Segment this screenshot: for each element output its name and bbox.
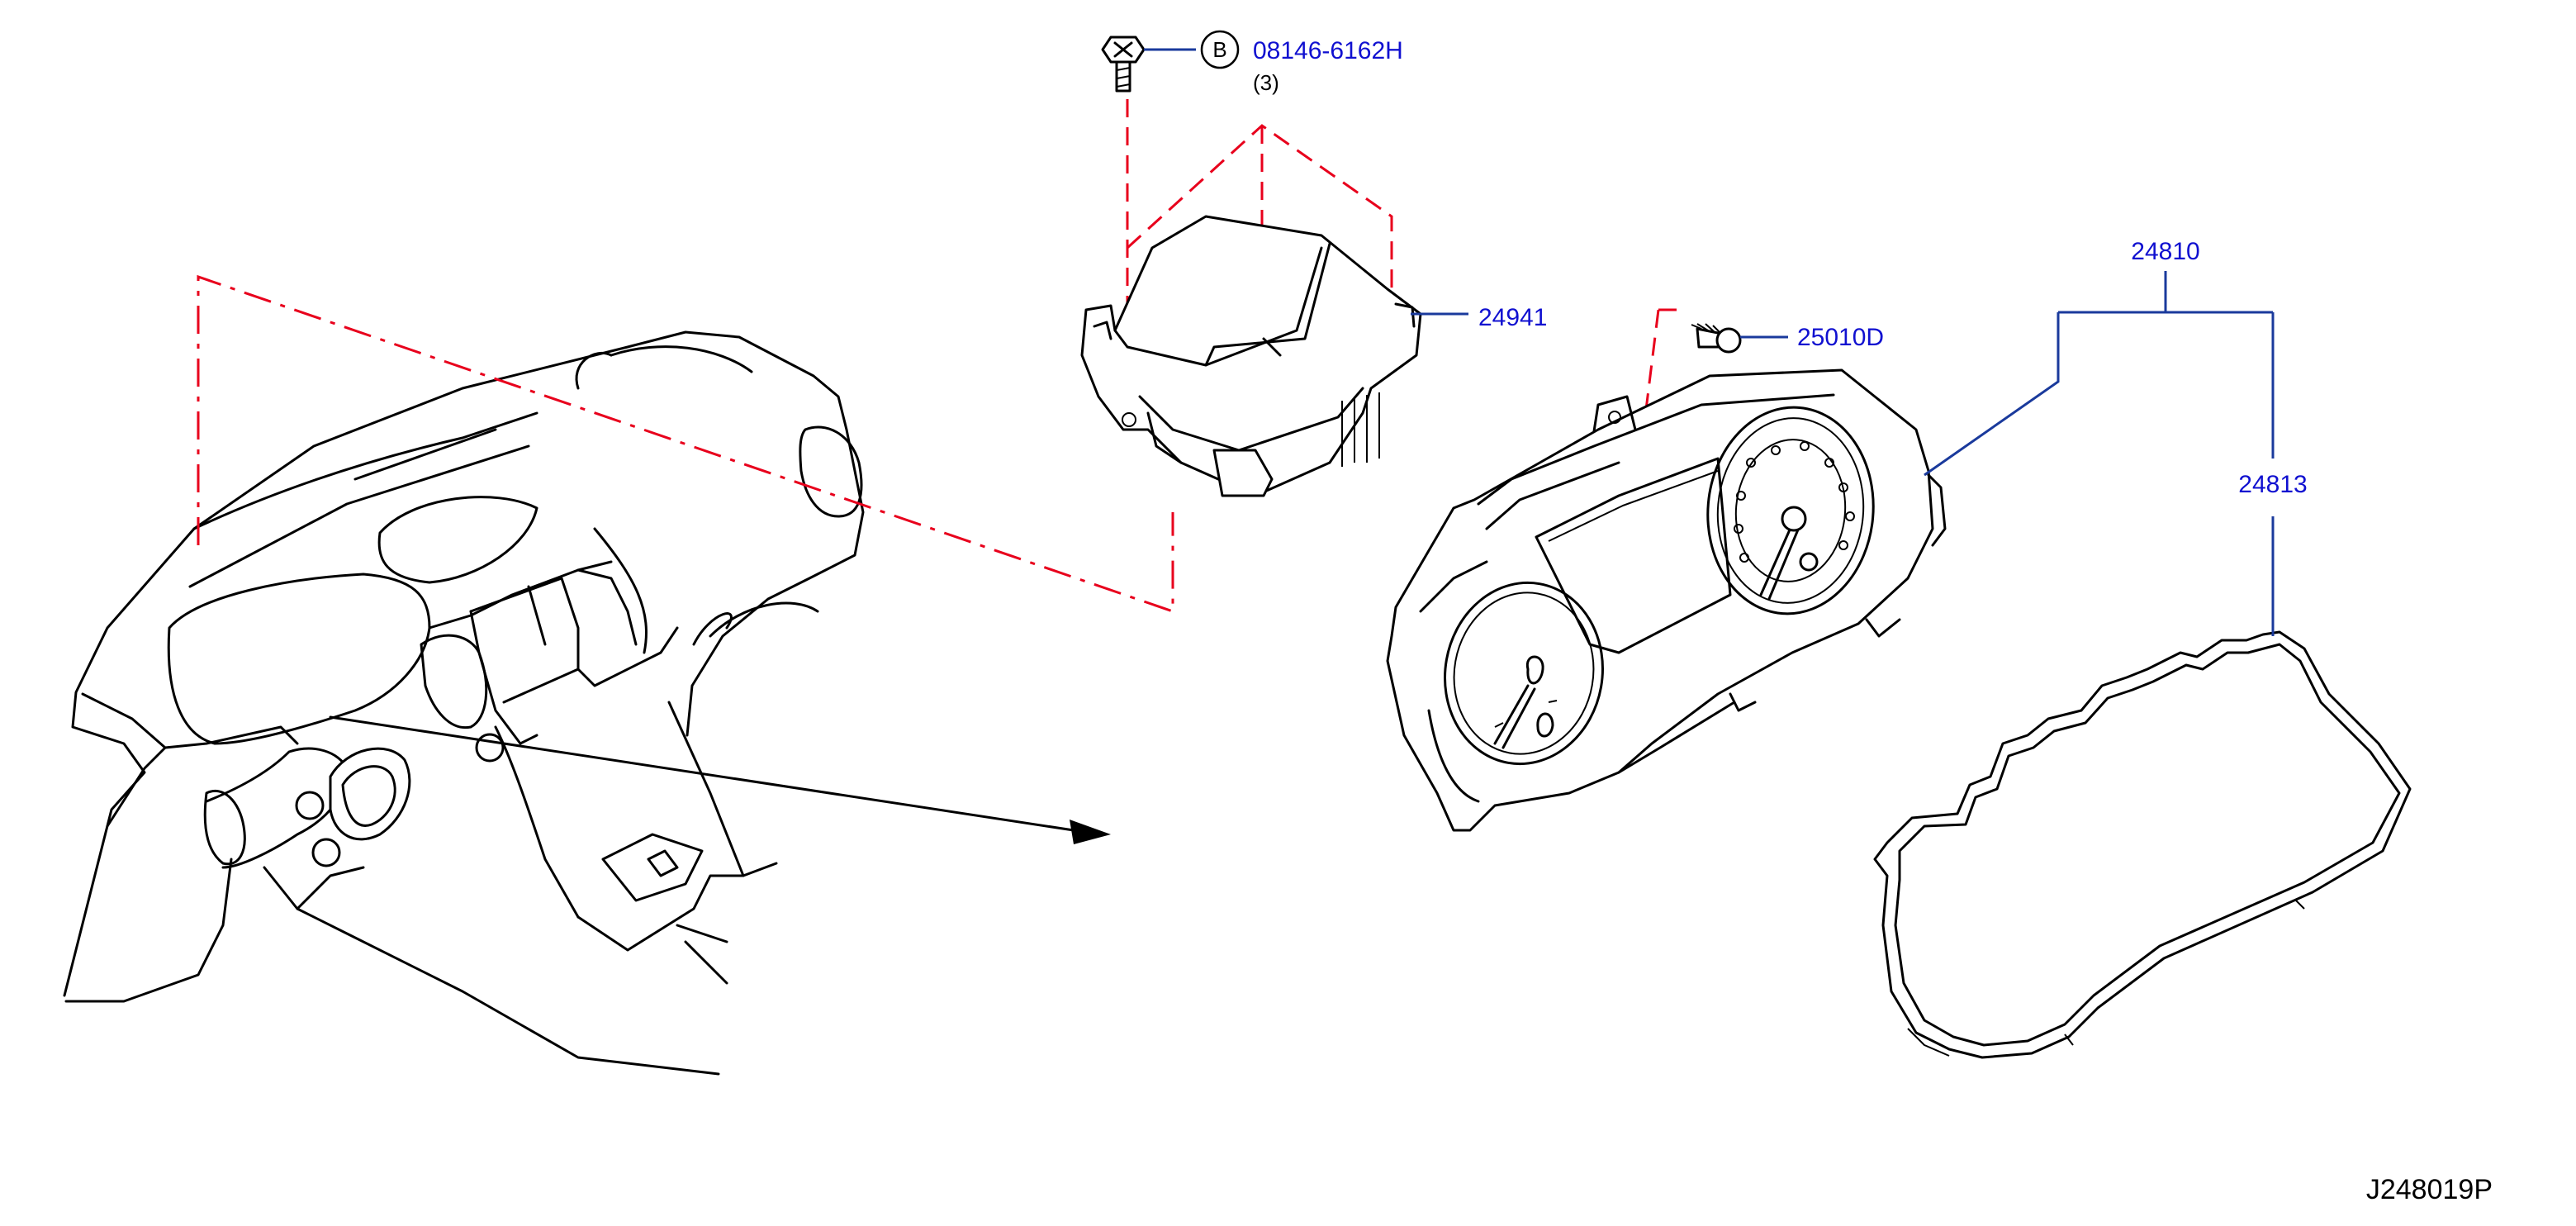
lens-24813-label: 24813 — [2238, 471, 2307, 498]
assembly-24810-leaders — [1924, 271, 2275, 636]
bolt-08146-6162H — [1101, 36, 1146, 93]
combination-meter-drawing — [1386, 368, 1947, 832]
meter-lens-drawing — [1873, 630, 2412, 1059]
screw-25010D — [1642, 308, 1742, 430]
unit-24941-drawing — [1080, 99, 1422, 497]
diagram-code: J248019P — [2366, 1174, 2493, 1205]
dashboard-illustration — [63, 330, 865, 1076]
bolt-part-number: 08146-6162H — [1253, 37, 1403, 64]
screw-25010D-label: 25010D — [1797, 324, 1884, 351]
assembly-24810-label: 24810 — [2131, 238, 2199, 265]
projection-lines — [197, 274, 1174, 614]
bolt-quantity: (3) — [1253, 70, 1279, 95]
arrow-head — [1070, 820, 1111, 844]
direction-arrow — [329, 715, 1075, 832]
bolt-circle-marker — [1200, 30, 1240, 69]
unit-24941-label: 24941 — [1478, 304, 1547, 331]
bolt-circle-letter: B — [1212, 37, 1226, 62]
